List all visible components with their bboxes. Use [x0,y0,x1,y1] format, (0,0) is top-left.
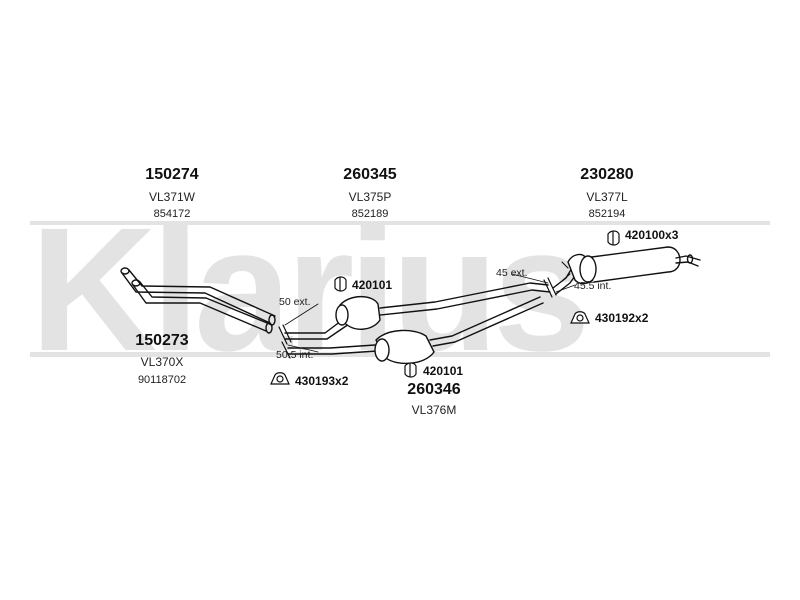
hardware-label-420101-lower: 420101 [423,364,464,378]
part-number-260346: 260346 [407,381,461,398]
rubber-mount-icon [570,311,590,324]
part-number-260345: 260345 [343,166,397,183]
clamp-icon [607,230,620,246]
hardware-label-420101-upper: 420101 [352,278,393,292]
front-downpipe-150274 [120,267,276,334]
hardware-label-420100x3: 420100x3 [625,228,679,242]
part-code-vl370x: VL370X [140,355,184,369]
dimension-rear-int: 45.5 int. [574,280,612,292]
part-ref-854172: 854172 [153,208,191,220]
part-code-vl371w: VL371W [148,190,196,204]
dimension-front-ext: 50 ext. [279,296,311,308]
part-number-150273: 150273 [135,332,189,349]
dimension-rear-ext: 45 ext. [496,267,528,279]
watermark-bar-top [30,221,770,225]
hardware-label-430192x2: 430192x2 [595,311,649,325]
rear-silencer-230280 [561,246,701,285]
mid-silencer-260346 [374,296,544,365]
clamp-icon [404,362,417,378]
hardware-label-430193x2: 430193x2 [295,374,349,388]
part-number-230280: 230280 [580,166,634,183]
dimension-front-int: 50.5 int. [276,349,314,361]
mid-silencer-260345 [335,282,551,330]
rubber-mount-icon [270,372,290,385]
part-code-vl376m: VL376M [411,403,457,417]
dimension-leaders [284,273,576,353]
clamp-icon [334,276,347,292]
part-code-vl375p: VL375P [348,190,392,204]
part-ref-90118702: 90118702 [137,374,187,386]
part-number-150274: 150274 [145,166,199,183]
part-code-vl377l: VL377L [586,190,628,204]
part-ref-852194: 852194 [588,208,626,220]
part-ref-852189: 852189 [351,208,389,220]
